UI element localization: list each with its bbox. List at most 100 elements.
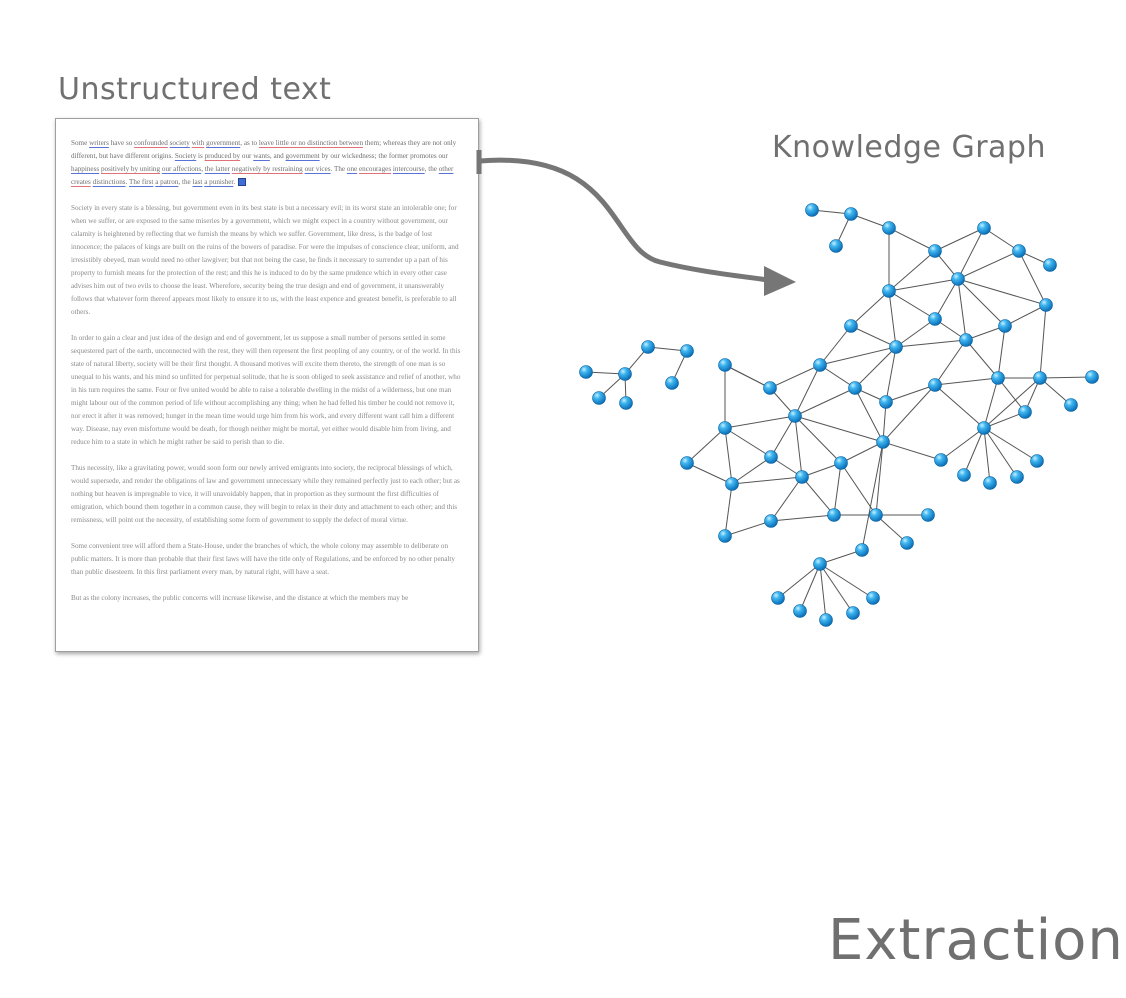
graph-edge [770,415,796,458]
graph-node [1064,398,1078,412]
graph-node [771,591,785,605]
graph-node [1039,298,1053,312]
graph-edge [724,427,733,485]
graph-edge [957,278,1047,306]
graph-edge [957,278,967,341]
relation-annotation: positively by uniting [100,165,161,173]
graph-edge [777,563,821,599]
graph-node [795,470,809,484]
graph-node [1018,405,1032,419]
graph-edge [934,384,985,429]
graph-edge [1004,304,1047,327]
graph-edge [819,325,852,366]
graph-node [882,284,896,298]
graph-node [619,396,633,410]
graph-edge [888,278,959,292]
graph-node [725,477,739,491]
graph-node [1012,244,1026,258]
document-page: Some writers have so confounded society … [55,118,479,652]
entity-annotation: government [206,139,241,147]
graph-node [977,221,991,235]
graph-node [793,604,807,618]
graph-node [1033,371,1047,385]
graph-node [827,508,841,522]
graph-edge [983,427,991,484]
graph-node [641,340,655,354]
graph-node [882,221,896,235]
graph-node [998,319,1012,333]
graph-node [680,344,694,358]
graph-node [1010,470,1024,484]
graph-node [1043,258,1057,272]
graph-edge [888,290,897,348]
graph-node [879,395,893,409]
graph-edge [794,415,803,478]
graph-node [889,340,903,354]
entity-annotation: one [346,165,358,173]
graph-edge [850,290,890,327]
graph-edge [794,364,821,417]
unstructured-text-title: Unstructured text [58,72,332,107]
graph-node [665,376,679,390]
graph-nodes [579,203,1099,627]
graph-node [844,207,858,221]
graph-edge [801,476,835,516]
plain-text: , [201,165,205,173]
annotated-paragraph: Some writers have so confounded society … [71,137,464,189]
graph-node [848,381,862,395]
graph-edge [895,318,936,348]
plain-text: . [233,178,236,186]
graph-edge [799,563,821,612]
relation-annotation: confounded [134,139,168,147]
graph-node [805,203,819,217]
graph-node [866,591,880,605]
extraction-title: Extraction [828,908,1124,973]
graph-edge [875,441,884,516]
graph-edge [819,563,854,614]
paragraph: In order to gain a clear and just idea o… [71,334,461,446]
graph-node [813,358,827,372]
paragraph: Thus necessity, like a gravitating power… [71,464,460,524]
graph-edge [724,520,772,537]
graph-edge [833,462,842,516]
graph-edge [819,346,897,366]
entity-annotation: happiness [71,165,100,173]
entity-annotation: society [169,139,190,147]
entity-annotation: a patron [155,178,179,186]
graph-edge [770,514,835,522]
annotation-marker-icon [238,178,247,187]
graph-edge [724,415,796,429]
graph-edge [1039,304,1047,379]
graph-edge [965,339,999,379]
graph-node [829,239,843,253]
relation-annotation: creates [71,178,91,186]
graph-edge [686,462,733,485]
entity-annotation: the latter [204,165,230,173]
plain-text: Some [71,139,90,147]
graph-edge [801,462,842,478]
graph-edge [794,415,842,464]
relation-annotation: encourages [358,165,392,173]
graph-edge [983,427,1038,462]
graph-edge [686,427,726,464]
graph-node [928,312,942,326]
paragraph: Some convenient tree will afford them a … [71,542,455,576]
graph-node [813,557,827,571]
graph-node [921,508,935,522]
graph-edge [854,346,897,389]
plain-text: is [196,152,205,160]
graph-node [764,450,778,464]
relation-annotation: produced by [204,152,241,160]
graph-edge [1018,250,1047,306]
graph-edge [854,387,884,443]
entity-annotation: our affections [161,165,202,173]
graph-edge [888,290,936,320]
graph-edge [840,441,884,464]
graph-edge [819,563,874,599]
graph-node [763,381,777,395]
graph-edge [983,377,999,429]
graph-node [1030,454,1044,468]
graph-node [928,378,942,392]
graph-edge [940,427,985,461]
